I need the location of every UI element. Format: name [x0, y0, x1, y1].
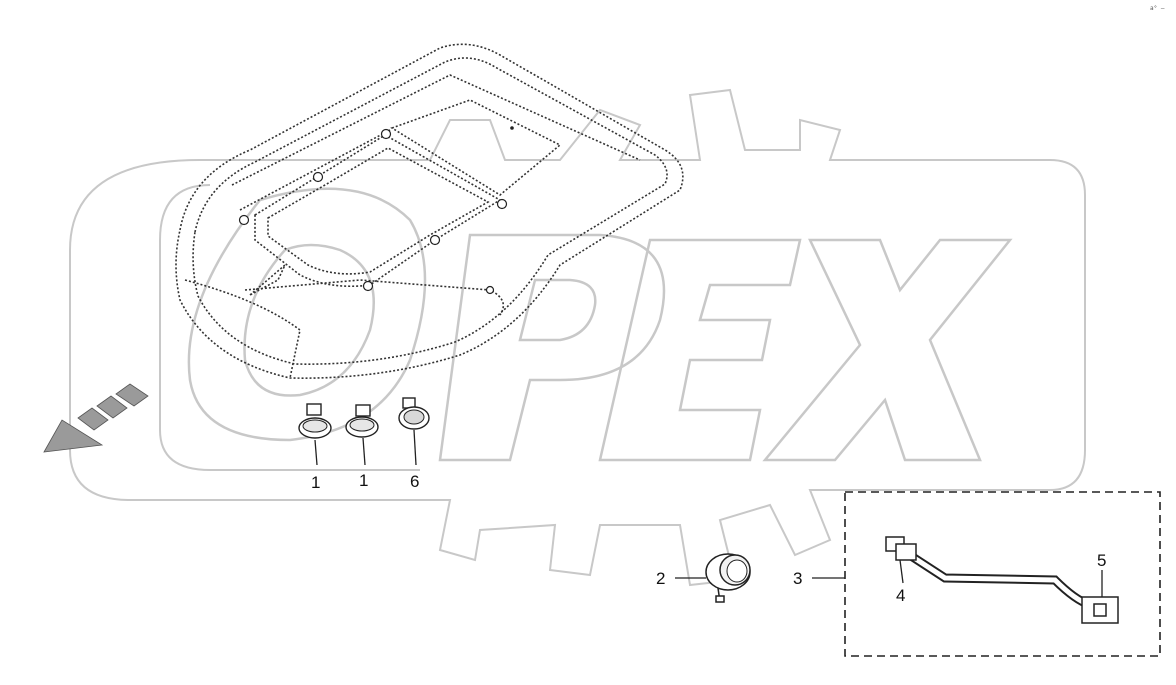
- panel-bolts: [238, 126, 514, 295]
- bolt-4: [496, 198, 508, 210]
- roof-housing: [175, 43, 684, 379]
- arrow-segment-1: [77, 407, 109, 431]
- callout-6: 6: [410, 472, 419, 491]
- harness-cable-core: [903, 549, 1091, 608]
- callout-1b: 1: [359, 471, 368, 490]
- bolt-5: [429, 234, 441, 246]
- callout-2: 2: [656, 569, 665, 588]
- housing-front-line: [184, 279, 301, 379]
- arrow-head: [43, 419, 104, 453]
- watermark-letter-e: [598, 238, 802, 462]
- harness-box: [844, 491, 1161, 657]
- panel-window: [390, 99, 562, 196]
- lamp-item-6: [398, 397, 430, 430]
- callout-1a: 1: [311, 473, 320, 492]
- panel-outline: [254, 134, 502, 288]
- watermark-letter-p: [438, 233, 666, 462]
- bolt-6: [362, 280, 374, 292]
- housing-outer-edge: [175, 43, 684, 379]
- watermark-gear-logo: [69, 88, 1086, 587]
- work-lamp-item-2: [705, 553, 751, 603]
- bolt-2: [312, 171, 324, 183]
- bolt-7: [485, 285, 495, 295]
- housing-side-line: [239, 129, 391, 211]
- leader-lines: [314, 429, 1103, 597]
- connector-item-5: [1081, 596, 1119, 624]
- watermark-inner-ring: [159, 184, 420, 471]
- arrow-segment-2: [96, 395, 128, 419]
- wiring-harness: [885, 536, 1119, 624]
- top-panel: [254, 99, 562, 288]
- housing-ridge-line: [231, 74, 641, 186]
- direction-arrow: [43, 383, 149, 453]
- housing-inner-edge: [192, 57, 668, 365]
- housing-slot: [249, 264, 286, 296]
- watermark-letter-o: [187, 187, 427, 442]
- bolt-1: [238, 214, 250, 226]
- connector-item-4: [885, 536, 917, 561]
- arrow-segment-3: [115, 383, 149, 407]
- bolt-3: [380, 128, 392, 140]
- corner-mark: a° —: [1150, 5, 1165, 12]
- lamp-item-1b: [345, 404, 379, 438]
- watermark-gear-outline: [69, 88, 1086, 587]
- callout-5: 5: [1097, 551, 1106, 570]
- bolt-dot: [510, 126, 514, 130]
- callout-3: 3: [793, 569, 802, 588]
- watermark-letter-x: [762, 238, 1013, 462]
- lamp-item-1a: [298, 403, 332, 439]
- panel-inner-outline: [267, 147, 490, 275]
- callout-4: 4: [896, 586, 905, 605]
